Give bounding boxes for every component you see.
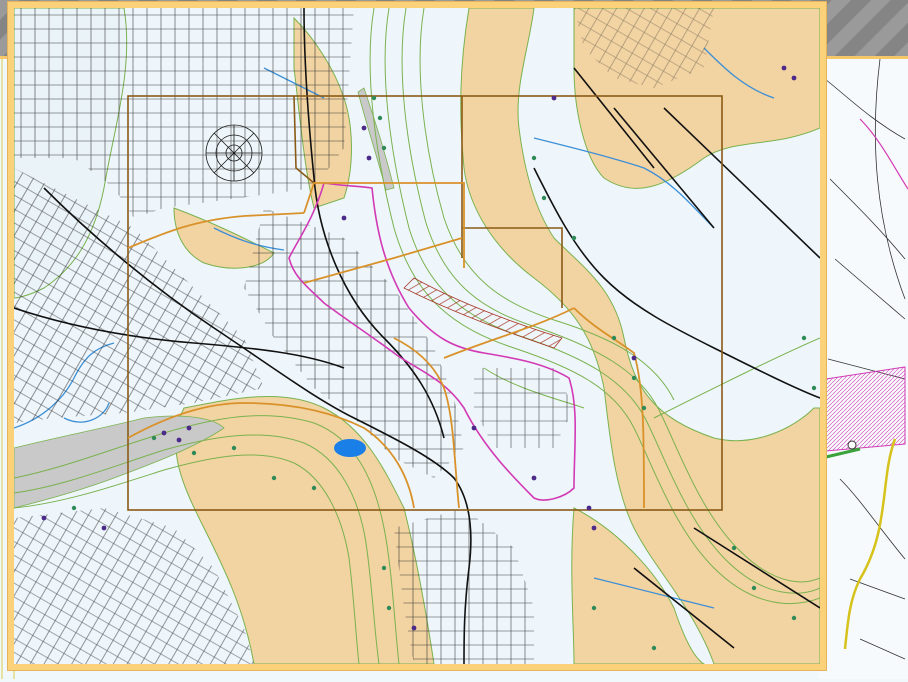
bg-hatched-area	[825, 366, 906, 452]
bg-yellow-road	[843, 438, 897, 650]
highway-2	[14, 307, 345, 369]
contour-7	[14, 454, 360, 664]
creek-5	[533, 137, 715, 229]
tract-4	[127, 402, 415, 509]
contour-6	[14, 434, 380, 664]
land-south-east	[571, 507, 705, 664]
highway-3	[303, 8, 445, 439]
tract-layer	[127, 182, 645, 509]
pond	[334, 439, 366, 457]
points-purple	[41, 65, 797, 631]
roads-downtown	[244, 208, 464, 478]
magenta-boundary	[288, 182, 577, 501]
contour-8	[653, 337, 820, 419]
bg-green-road	[825, 447, 861, 459]
roads-north-west	[14, 8, 354, 218]
highway-4	[533, 167, 820, 399]
roads-south-center	[394, 508, 534, 664]
contour-3	[401, 8, 820, 583]
tract-6	[573, 307, 645, 509]
contour-2	[384, 8, 820, 594]
grid-layer	[127, 95, 723, 511]
hatched-strip	[403, 277, 563, 349]
contour-4	[419, 8, 675, 401]
grid-line-h1	[462, 227, 563, 308]
tract-5	[393, 337, 460, 509]
major-roads	[14, 8, 820, 664]
road-ne-1	[573, 67, 820, 259]
road-se-1	[633, 527, 820, 649]
map-canvas[interactable]	[14, 8, 820, 664]
contour-1	[369, 8, 820, 605]
bg-node	[847, 440, 857, 450]
creek-7	[593, 577, 715, 609]
circular-neighborhood	[205, 124, 263, 182]
points-green	[71, 95, 817, 651]
map-frame	[8, 2, 826, 670]
bg-roads-right	[824, 59, 906, 660]
contour-5	[14, 415, 400, 664]
tract-2	[303, 182, 465, 268]
roads-south-west	[14, 508, 254, 664]
bg-land	[818, 59, 908, 679]
land-east-peninsula	[460, 8, 820, 664]
tract-1	[127, 212, 305, 249]
creek-6	[703, 47, 775, 99]
grid-outer-box	[127, 95, 723, 511]
contour-layer	[14, 8, 820, 664]
background-map-svg	[1, 59, 908, 679]
marsh-west	[14, 415, 225, 509]
highway-1	[43, 187, 472, 664]
road-layer	[14, 8, 714, 664]
roads-west	[14, 168, 264, 423]
tract-7	[443, 307, 575, 359]
roads-east-neighborhood	[474, 368, 574, 448]
grid-line-top-left	[293, 95, 315, 184]
roads-northeast	[574, 8, 714, 88]
tract-3	[303, 237, 463, 284]
bg-magenta-line	[859, 118, 908, 190]
